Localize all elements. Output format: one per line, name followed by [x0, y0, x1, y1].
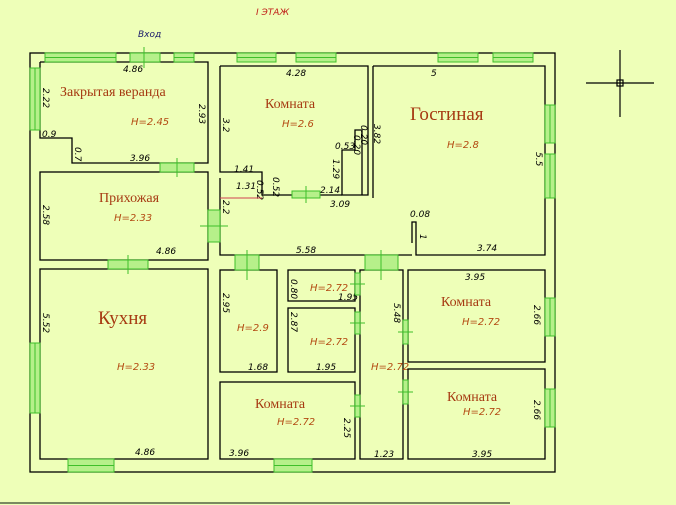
- entry-label: Вход: [138, 30, 161, 40]
- dimension-label: 3.96: [130, 154, 150, 164]
- room-right-upper: Комната H=2.72 3.95 2.66: [407, 269, 546, 363]
- room-height: H=2.6: [282, 119, 314, 130]
- room-name: Комната: [265, 97, 316, 112]
- room-height: H=2.33: [117, 362, 155, 373]
- room-hallway-right: H=2.72 5.48 1.23: [359, 269, 409, 460]
- room-height: H=2.72: [462, 317, 500, 328]
- dimension-label: 1.41: [234, 165, 254, 175]
- room-name: Закрытая веранда: [60, 85, 166, 100]
- dimension-label: 4.86: [135, 448, 155, 458]
- room-name: Гостиная: [410, 104, 484, 125]
- crosshair-cursor-icon: [586, 50, 654, 117]
- room-top: Комната H=2.6 4.28 3.2 1.41 1.31 0.52 0.…: [219, 65, 381, 210]
- dimension-label: 2.2: [220, 200, 230, 215]
- dimension-label: 1.95: [338, 293, 358, 303]
- room-living: Гостиная H=2.8 5 5.5 0.08 1 3.74: [372, 65, 546, 256]
- dimension-label: 2.58: [40, 205, 50, 225]
- dimension-label: 0.52: [254, 180, 264, 200]
- dimension-label: 3.95: [465, 273, 485, 283]
- floor-title: I ЭТАЖ: [256, 8, 289, 18]
- dimension-label: 1.68: [248, 363, 268, 373]
- dimension-label: 3.09: [330, 200, 350, 210]
- dimension-label: 5.48: [391, 303, 401, 323]
- room-name: Прихожая: [99, 191, 160, 206]
- room-name: Комната: [255, 397, 306, 412]
- dimension-label: 0.80: [288, 279, 298, 299]
- room-veranda: Закрытая веранда H=2.45 4.86 2.22 2.93 0…: [39, 61, 209, 164]
- room-bath-upper: H=2.72 0.80 1.95: [287, 269, 358, 303]
- dimension-label: 1.23: [374, 450, 394, 460]
- dimension-label: 2.93: [196, 104, 206, 124]
- room-kitchen: Кухня H=2.33 5.52 4.86: [39, 268, 209, 460]
- dimension-label: 2.22: [40, 88, 50, 108]
- room-name: Кухня: [98, 308, 147, 329]
- room-height: H=2.72: [310, 283, 348, 294]
- room-height: H=2.72: [310, 337, 348, 348]
- room-height: H=2.9: [237, 323, 269, 334]
- dimension-label: 1.29: [330, 159, 340, 179]
- dimension-label: 3.82: [371, 124, 381, 144]
- room-height: H=2.72: [371, 362, 409, 373]
- dimension-label: 0.08: [410, 210, 430, 220]
- dimension-label: 2.66: [531, 305, 541, 325]
- dimension-label: 2.87: [288, 312, 298, 332]
- dimension-label: 3.2: [220, 118, 230, 133]
- room-name: Комната: [447, 390, 498, 405]
- windows: [29, 47, 556, 473]
- room-height: H=2.33: [114, 213, 152, 224]
- dimension-label: 0.7: [72, 147, 82, 162]
- room-name: Комната: [441, 295, 492, 310]
- room-right-lower: Комната H=2.72 2.66 3.95: [407, 368, 546, 460]
- dimension-label: 4.86: [156, 247, 176, 257]
- dimension-label: 2.25: [341, 418, 351, 438]
- room-height: H=2.72: [463, 407, 501, 418]
- room-height: H=2.72: [277, 417, 315, 428]
- dimension-label: 5: [431, 69, 437, 79]
- dimension-label: 3.74: [477, 244, 497, 254]
- dimension-label: 3.95: [472, 450, 492, 460]
- dimension-label: 0.9: [42, 130, 57, 140]
- dimension-label: 0.20: [358, 125, 368, 145]
- room-hall: Прихожая H=2.33 2.58 4.86: [39, 171, 209, 261]
- room-storage: H=2.9 2.95 1.68: [219, 269, 278, 373]
- dimension-label: 2.14: [320, 186, 340, 196]
- dimension-label: 3.96: [229, 449, 249, 459]
- corridor: 2.2 5.58: [219, 178, 412, 256]
- dimension-label: 0.20: [351, 135, 361, 155]
- dimension-label: 2.95: [220, 293, 230, 313]
- dimension-label: 4.28: [286, 69, 306, 79]
- dimension-label: 2.66: [531, 400, 541, 420]
- dimension-label: 5.5: [533, 152, 543, 167]
- dimension-label: 5.58: [296, 246, 316, 256]
- dimension-label: 0.53: [335, 142, 355, 152]
- room-bottom: Комната H=2.72 3.96 2.25: [219, 381, 356, 460]
- dimension-label: 1.31: [236, 182, 256, 192]
- dimension-label: 1.95: [316, 363, 336, 373]
- room-height: H=2.45: [131, 117, 169, 128]
- dimension-label: 5.52: [40, 313, 50, 333]
- dimension-label: 4.86: [123, 65, 143, 75]
- room-bath-lower: H=2.72 2.87 1.95: [287, 307, 356, 373]
- dimension-label: 1: [417, 234, 427, 240]
- dimension-label: 0.52: [270, 177, 280, 197]
- room-height: H=2.8: [447, 140, 479, 151]
